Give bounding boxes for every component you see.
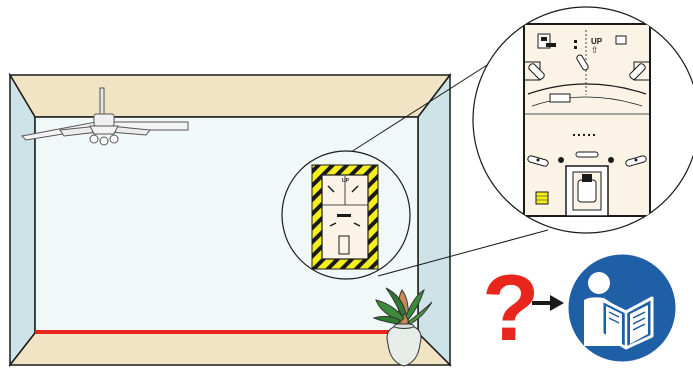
up-label: UP bbox=[591, 37, 603, 46]
up-arrow-icon: ⇧ bbox=[591, 46, 599, 56]
read-manual-icon bbox=[565, 251, 679, 365]
mini-up-label: UP bbox=[342, 178, 350, 184]
right-wall bbox=[417, 72, 451, 367]
ceiling-fan-icon bbox=[20, 87, 189, 146]
small-magnifier: UP bbox=[281, 150, 411, 280]
question-mark: ? bbox=[482, 255, 539, 360]
left-wall bbox=[9, 72, 36, 368]
zoom-magnifier: UP ⇧ bbox=[472, 6, 693, 234]
mount-plate-detail: UP ⇧ bbox=[523, 23, 651, 217]
potted-plant-icon bbox=[372, 287, 433, 367]
callout-line-bottom bbox=[377, 229, 549, 277]
arrow-right-icon bbox=[532, 295, 564, 311]
callout-line-top bbox=[350, 59, 496, 153]
floor bbox=[8, 332, 452, 366]
connector-block bbox=[535, 191, 549, 205]
ceiling bbox=[8, 74, 452, 118]
